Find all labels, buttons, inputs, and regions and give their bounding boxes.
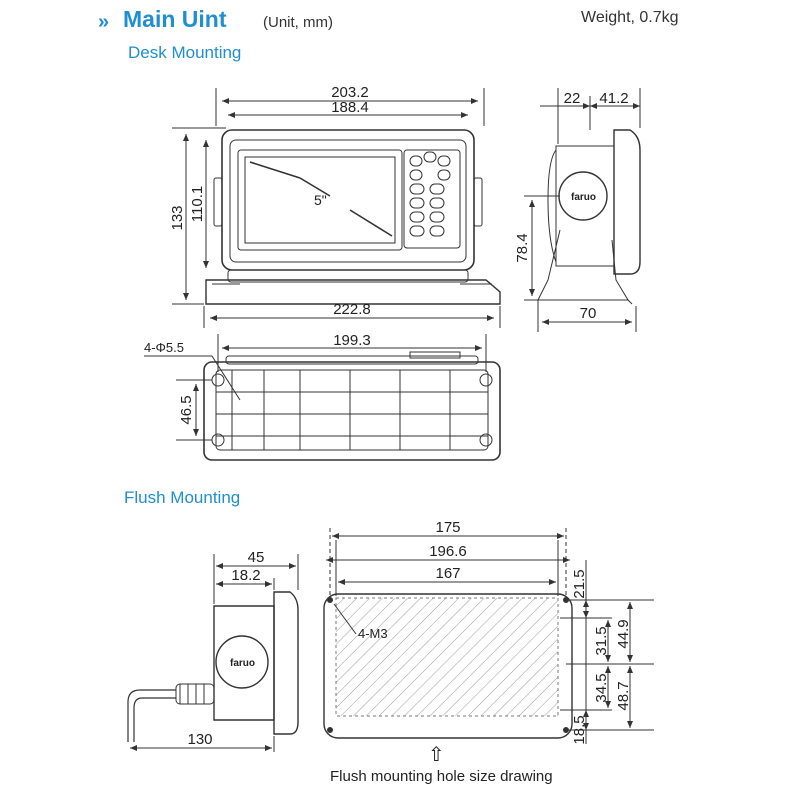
dim-base-width: 222.8: [333, 301, 371, 318]
title-chevron-icon: »: [98, 11, 109, 33]
weight-note: Weight, 0.7kg: [581, 9, 679, 26]
dim-flush-side-flange: 18.2: [231, 567, 260, 584]
dim-hole-outer: 175: [435, 519, 460, 536]
desk-mounting-heading: Desk Mounting: [128, 43, 242, 62]
flush-mounting-heading: Flush Mounting: [124, 488, 241, 507]
dim-hole-r2: 31.5: [593, 626, 610, 655]
dim-hole-mid: 196.6: [429, 543, 467, 560]
dim-flush-side-cable: 130: [187, 731, 212, 748]
up-arrow-icon: ⇧: [428, 744, 445, 766]
front-view: [205, 129, 501, 305]
dim-hole-inner: 167: [435, 565, 460, 582]
dim-hole-r3: 44.9: [615, 619, 632, 648]
dim-hole-r1: 21.5: [571, 569, 588, 598]
dim-flush-side-depth: 45: [248, 549, 265, 566]
hole-spec-desk: 4-Φ5.5: [144, 340, 184, 355]
hole-drawing-caption: Flush mounting hole size drawing: [330, 768, 553, 785]
flush-side-view: [127, 591, 299, 742]
dim-front-height-body: 110.1: [189, 186, 206, 222]
page-title: Main Uint: [123, 6, 227, 32]
brand-logo-flush: faruo: [230, 658, 255, 669]
dim-front-width-outer: 203.2: [331, 84, 369, 101]
dim-side-top-a: 22: [564, 90, 581, 107]
dim-bottom-width: 199.3: [333, 332, 371, 349]
screen-size-label: 5": [314, 192, 327, 208]
dim-bottom-depth: 46.5: [178, 395, 195, 424]
dim-front-width-inner: 188.4: [331, 99, 369, 116]
dim-hole-r5: 48.7: [615, 681, 632, 710]
dim-side-depth: 70: [580, 305, 597, 322]
side-view: [537, 129, 641, 308]
dim-front-height-total: 133: [169, 205, 186, 230]
keypad: [409, 151, 451, 237]
dim-side-height: 78.4: [514, 233, 531, 262]
dim-side-top-b: 41.2: [599, 90, 628, 107]
flush-hole-drawing: [323, 593, 573, 739]
unit-note: (Unit, mm): [263, 14, 333, 31]
hole-spec-flush: 4-M3: [358, 626, 388, 641]
dim-hole-r4: 34.5: [593, 673, 610, 702]
dim-hole-r6: 18.5: [571, 715, 588, 744]
bottom-view: [203, 351, 501, 461]
brand-logo-side: faruo: [571, 192, 596, 203]
